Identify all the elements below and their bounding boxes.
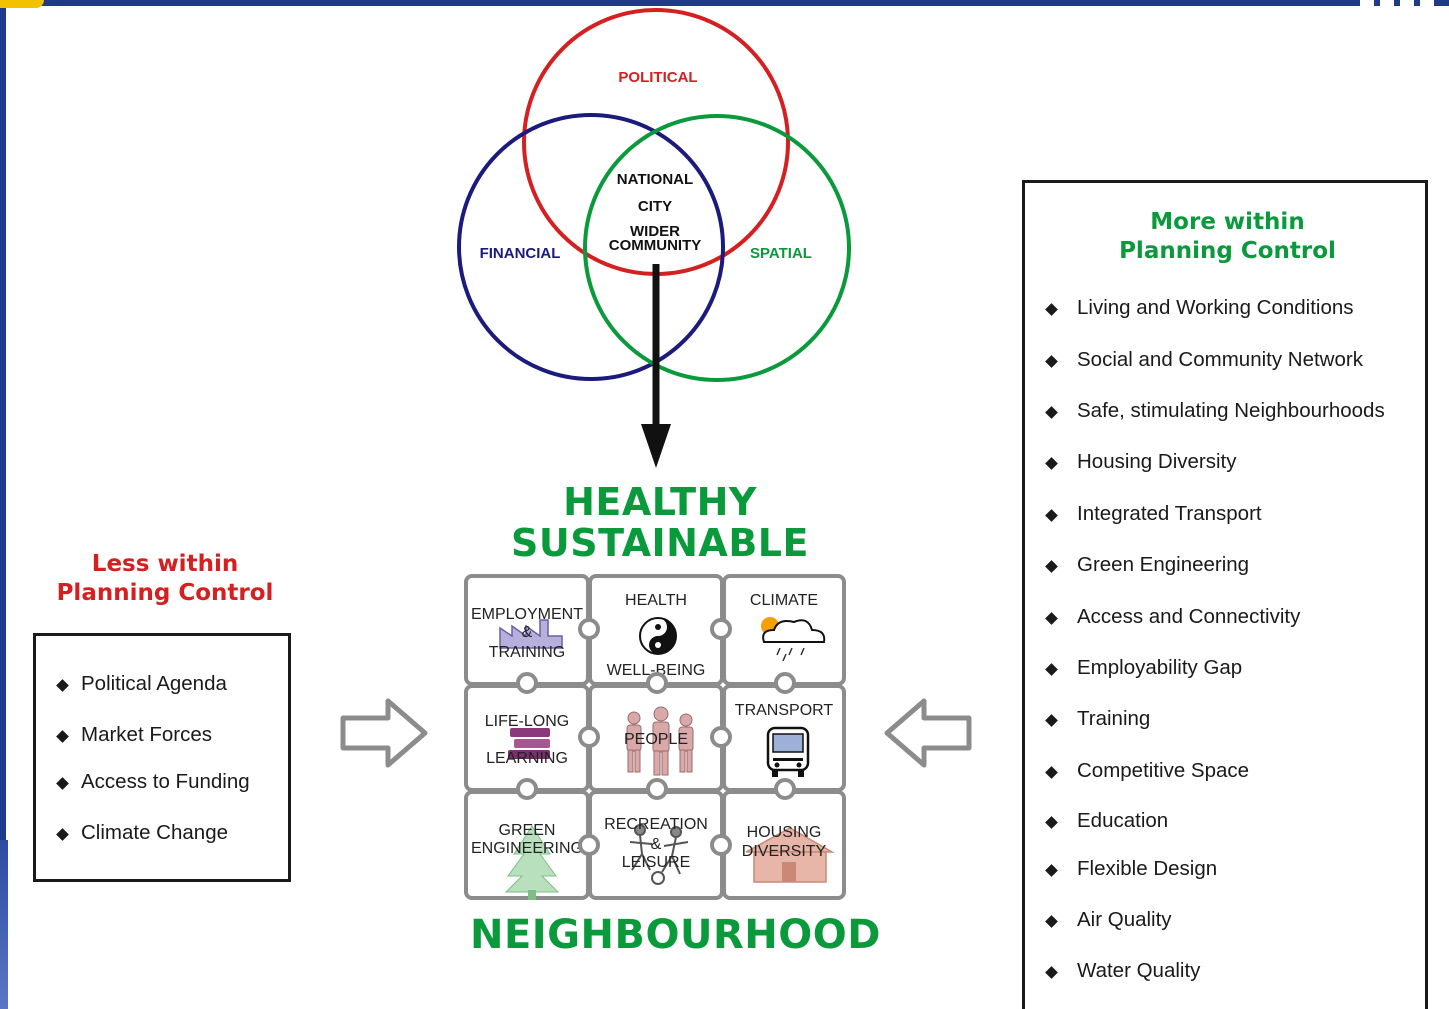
title-sustainable: SUSTAINABLE — [511, 521, 809, 565]
right-item: Safe, stimulating Neighbourhoods — [1077, 399, 1385, 422]
piece-learning: LIFE-LONG LEARNING — [464, 684, 590, 792]
venn-diagram: POLITICAL FINANCIAL SPATIAL NATIONAL CIT… — [457, 8, 851, 468]
piece-housing-line1: HOUSING — [746, 824, 822, 841]
bullet-icon — [56, 777, 69, 790]
yin-yang-icon — [639, 617, 677, 655]
right-item: Living and Working Conditions — [1077, 296, 1354, 319]
top-border — [0, 0, 1449, 6]
puzzle-knob — [516, 672, 538, 694]
piece-employment-line2: & — [521, 624, 533, 641]
piece-climate: CLIMATE — [722, 574, 846, 686]
center-label-wider: WIDER — [630, 223, 680, 240]
piece-people: PEOPLE — [588, 684, 724, 792]
right-item: Green Engineering — [1077, 553, 1250, 576]
piece-climate-line1: CLIMATE — [749, 592, 819, 609]
center-label-community: COMMUNITY — [609, 237, 702, 254]
center-label-national: NATIONAL — [617, 171, 693, 188]
left-arrow-icon — [884, 698, 972, 768]
piece-recreation: RECREATION & LEISURE — [588, 790, 724, 900]
left-title-line2: Planning Control — [56, 580, 274, 606]
right-title-line1: More within — [1150, 209, 1305, 235]
right-item: Training — [1077, 707, 1151, 730]
piece-people-line1: PEOPLE — [623, 731, 689, 748]
bullet-icon — [56, 828, 69, 841]
left-title-line1: Less within — [91, 551, 239, 577]
piece-green-line1: GREEN — [498, 822, 556, 839]
puzzle-knob — [710, 726, 732, 748]
puzzle-knob — [578, 618, 600, 640]
left-border-gradient — [0, 840, 8, 1009]
right-title-line2: Planning Control — [1119, 238, 1336, 264]
piece-health: HEALTH WELL-BEING — [588, 574, 724, 686]
weather-icon — [761, 617, 826, 662]
bullet-icon — [56, 679, 69, 692]
title-healthy: HEALTHY — [563, 480, 757, 524]
spatial-circle — [583, 114, 851, 382]
piece-recreation-line1: RECREATION — [604, 816, 708, 833]
sports-icon — [629, 824, 689, 885]
books-icon — [508, 728, 550, 759]
left-border — [0, 0, 6, 1009]
right-item: Access and Connectivity — [1077, 605, 1301, 628]
puzzle-knob — [710, 834, 732, 856]
left-panel-box: Political Agenda Market Forces Access to… — [33, 633, 291, 882]
spatial-label: SPATIAL — [750, 245, 812, 262]
tree-icon — [504, 825, 560, 900]
left-item: Market Forces — [81, 723, 212, 746]
puzzle-knob — [646, 778, 668, 800]
left-item: Political Agenda — [81, 672, 227, 695]
puzzle-knob — [710, 618, 732, 640]
piece-green: GREEN ENGINEERING — [464, 790, 590, 900]
piece-transport-line1: TRANSPORT — [734, 702, 834, 719]
puzzle-knob — [516, 778, 538, 800]
piece-recreation-line3: LEISURE — [621, 854, 691, 871]
puzzle-knob — [578, 834, 600, 856]
financial-label: FINANCIAL — [480, 245, 561, 262]
piece-learning-line2: LEARNING — [486, 750, 568, 767]
bus-icon — [766, 726, 810, 777]
right-item: Education — [1077, 809, 1169, 832]
piece-employment-line1: EMPLOYMENT — [470, 606, 583, 623]
right-item: Social and Community Network — [1077, 348, 1363, 371]
brand-logo-icon — [1354, 0, 1449, 6]
down-arrow-head-icon — [641, 424, 671, 468]
puzzle-knob — [646, 672, 668, 694]
left-item: Access to Funding — [81, 770, 250, 793]
piece-employment-line3: TRAINING — [488, 644, 566, 661]
right-item: Housing Diversity — [1077, 450, 1237, 473]
right-item: Flexible Design — [1077, 857, 1218, 880]
right-item: Employability Gap — [1077, 656, 1243, 679]
financial-circle — [457, 113, 725, 381]
puzzle-grid: EMPLOYMENT & TRAINING HEALTH WELL-BEING … — [464, 574, 846, 900]
piece-health-line2: WELL-BEING — [606, 662, 706, 679]
puzzle-knob — [774, 778, 796, 800]
piece-health-line1: HEALTH — [625, 592, 687, 609]
piece-transport: TRANSPORT — [722, 684, 846, 792]
center-label-city: CITY — [638, 198, 672, 215]
right-panel-box — [1022, 180, 1428, 1009]
right-arrow-icon — [340, 698, 428, 768]
right-item: Competitive Space — [1077, 759, 1250, 782]
factory-icon — [499, 619, 563, 649]
right-item: Integrated Transport — [1077, 502, 1262, 525]
house-icon — [745, 827, 835, 883]
political-label: POLITICAL — [618, 69, 697, 86]
people-icon — [626, 706, 694, 776]
title-neighbourhood: NEIGHBOURHOOD — [470, 912, 881, 958]
bullet-icon — [56, 730, 69, 743]
corner-logo-mark — [0, 0, 44, 8]
right-item: Water Quality — [1077, 959, 1201, 982]
right-panel-title: More within Planning Control — [1030, 208, 1425, 266]
right-item: Air Quality — [1077, 908, 1172, 931]
puzzle-knob — [774, 672, 796, 694]
piece-housing: HOUSING DIVERSITY — [722, 790, 846, 900]
piece-green-line2: ENGINEERING — [470, 840, 583, 857]
piece-learning-line1: LIFE-LONG — [484, 713, 570, 730]
piece-recreation-line2: & — [650, 836, 662, 853]
piece-housing-line2: DIVERSITY — [741, 843, 827, 860]
left-panel-title: Less within Planning Control — [30, 550, 300, 608]
piece-employment: EMPLOYMENT & TRAINING — [464, 574, 590, 686]
left-item: Climate Change — [81, 821, 228, 844]
puzzle-knob — [578, 726, 600, 748]
